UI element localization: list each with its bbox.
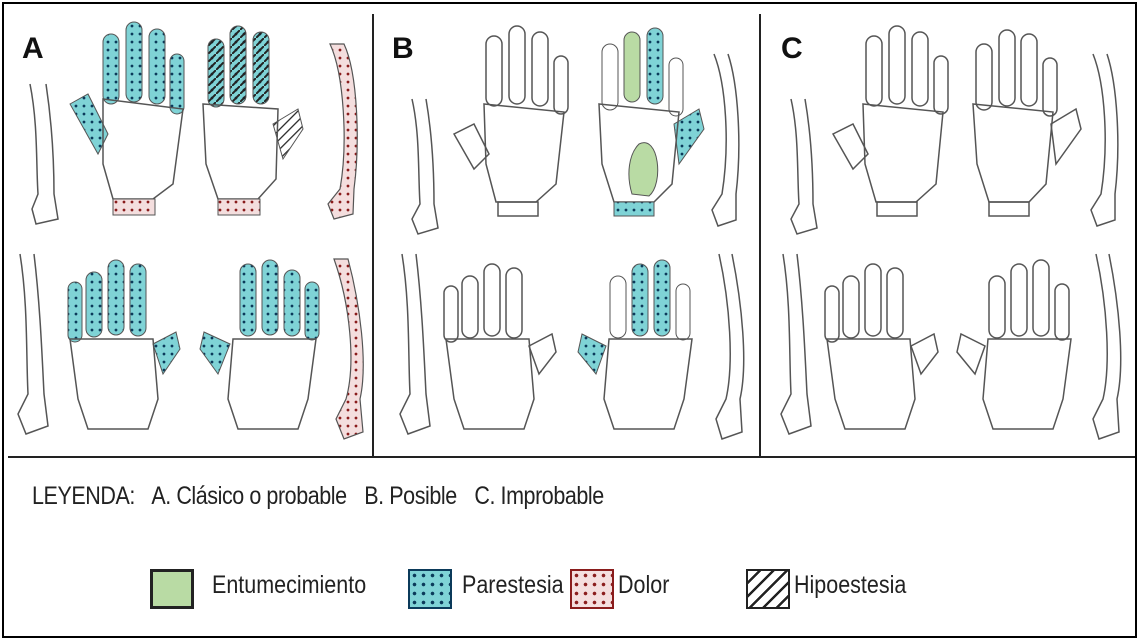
legend-category-c: C. Improbable [474, 482, 603, 510]
panel-b-letter: B [392, 32, 414, 66]
legend-category-a: A. Clásico o probable [151, 482, 346, 510]
panel-c: C [761, 14, 1135, 454]
hand-dorsal-paresthesia-2 [200, 260, 319, 429]
hand-dorsal-plain [444, 264, 556, 429]
legend-label-pain: Dolor [618, 571, 669, 600]
legend-title: LEYENDA: A. Clásico o probable B. Posibl… [32, 482, 616, 511]
legend-label-numbness: Entumecimiento [212, 571, 366, 600]
legend-label-paresthesia: Parestesia [462, 571, 564, 600]
hand-dorsal-paresthesia [578, 260, 692, 429]
legend-heading: LEYENDA: [32, 482, 135, 510]
panel-c-letter: C [781, 32, 803, 66]
panel-a-hands [8, 14, 370, 454]
hand-palm-plain [454, 26, 568, 216]
legend-divider [8, 456, 1135, 458]
panel-c-hands [761, 14, 1135, 454]
legend-label-hypoesthesia: Hipoestesia [794, 571, 906, 600]
hand-palm-mixed [599, 28, 704, 216]
swatch-hypoesthesia [746, 569, 790, 609]
legend-category-b: B. Posible [364, 482, 457, 510]
panel-a-letter: A [22, 32, 44, 66]
swatch-pain [570, 569, 614, 609]
hand-palm-paresthesia [70, 22, 184, 215]
panel-a: A [8, 14, 370, 454]
hand-palm-hypoesthesia [203, 26, 303, 215]
panel-b: B [374, 14, 758, 454]
panel-b-hands [374, 14, 758, 454]
hand-dorsal-paresthesia-1 [68, 260, 180, 429]
swatch-numbness [150, 569, 194, 609]
swatch-paresthesia [408, 569, 452, 609]
